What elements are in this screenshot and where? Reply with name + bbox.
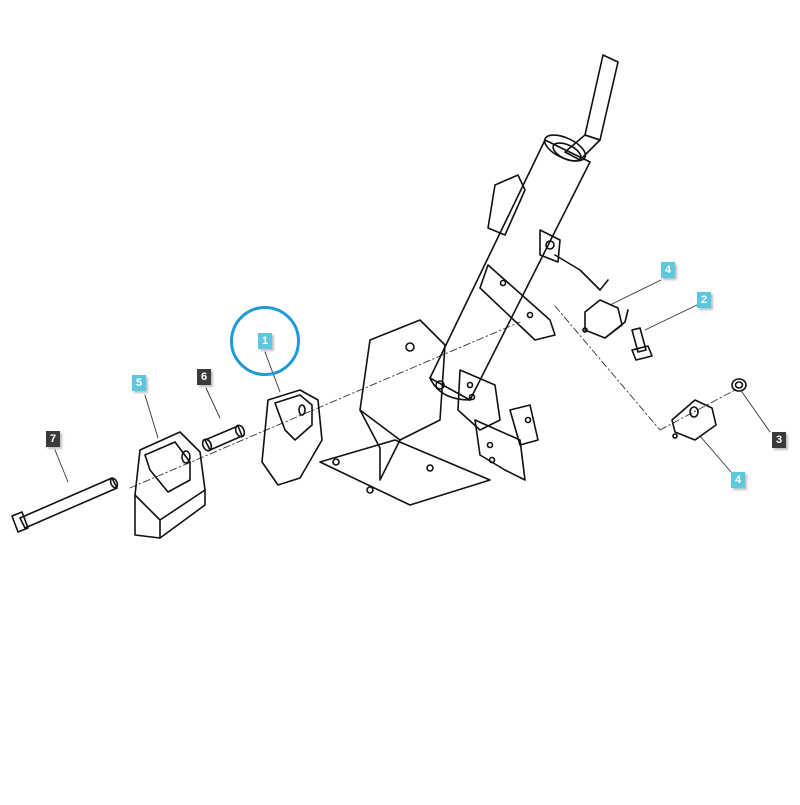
bracket-block-part bbox=[261, 389, 323, 486]
support-block-part bbox=[134, 431, 206, 539]
steering-column-part bbox=[319, 54, 619, 506]
highlight-ring bbox=[230, 306, 300, 376]
callout-part-5[interactable]: 5 bbox=[132, 375, 146, 391]
bolt-part bbox=[631, 327, 653, 361]
callout-part-4-lower[interactable]: 4 bbox=[731, 472, 745, 488]
rubber-mount-upper-part bbox=[582, 299, 629, 339]
callout-part-7[interactable]: 7 bbox=[46, 431, 60, 447]
nut-part bbox=[731, 378, 747, 392]
callout-part-6[interactable]: 6 bbox=[197, 369, 211, 385]
spacer-sleeve-part bbox=[201, 424, 246, 452]
callout-part-1[interactable]: 1 bbox=[258, 333, 272, 349]
callout-part-4-upper[interactable]: 4 bbox=[661, 262, 675, 278]
long-bolt-part bbox=[11, 477, 119, 533]
callout-part-2[interactable]: 2 bbox=[697, 292, 711, 308]
callout-part-3[interactable]: 3 bbox=[772, 432, 786, 448]
leader-lines bbox=[54, 279, 771, 483]
rubber-mount-lower-part bbox=[671, 399, 717, 441]
